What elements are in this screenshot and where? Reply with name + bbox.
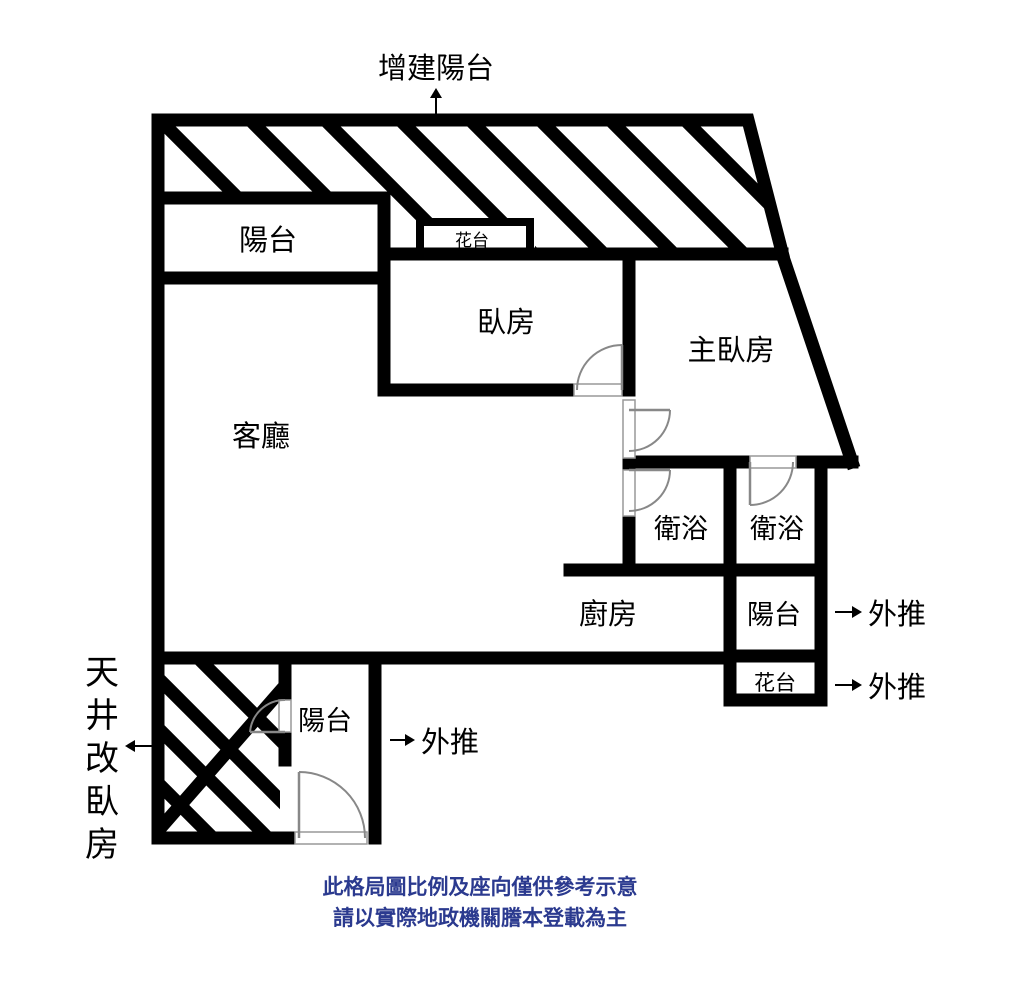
label-kitchen: 廚房 — [579, 597, 637, 631]
label-planter-top: 花台 — [455, 231, 489, 251]
door-skylight-room[interactable] — [249, 698, 292, 734]
arrow-bottom-balcony — [390, 734, 415, 746]
label-skylight-char: 改 — [85, 739, 119, 779]
label-push-out-1: 外推 — [868, 597, 926, 631]
label-balcony-right: 陽台 — [747, 600, 801, 631]
label-skylight-vertical: 天 井 改 臥 房 — [85, 653, 119, 865]
arrow-right-balcony — [835, 606, 862, 618]
label-living-room: 客廳 — [232, 419, 290, 453]
arrow-right-planter — [835, 679, 862, 691]
label-bedroom: 臥房 — [477, 305, 535, 339]
label-skylight-char: 臥 — [85, 782, 119, 822]
label-planter-right: 花台 — [754, 671, 796, 695]
arrow-skylight — [125, 740, 152, 752]
door-bedroom[interactable] — [573, 344, 624, 397]
label-balcony-top-left: 陽台 — [239, 223, 297, 257]
note-line-1: 此格局圖比例及座向僅供參考示意 — [323, 875, 638, 899]
door-bath-left[interactable] — [622, 468, 671, 517]
label-bath-left: 衛浴 — [654, 514, 708, 545]
skylight-hatch — [162, 664, 280, 834]
arrow-top — [430, 88, 442, 118]
label-balcony-bottom: 陽台 — [298, 706, 352, 737]
label-push-out-3: 外推 — [421, 725, 479, 759]
door-bath-right[interactable] — [748, 455, 797, 506]
note-line-2: 請以實際地政機關謄本登載為主 — [333, 906, 627, 930]
label-bath-right: 衛浴 — [750, 514, 804, 545]
label-skylight-char: 房 — [85, 825, 119, 865]
label-skylight-char: 天 — [85, 653, 119, 693]
door-master-bedroom[interactable] — [622, 399, 671, 459]
label-top-extension: 增建陽台 — [378, 51, 494, 85]
door-bottom-balcony[interactable] — [294, 771, 368, 845]
label-push-out-2: 外推 — [868, 670, 926, 704]
walls — [151, 113, 861, 845]
label-master-bedroom: 主臥房 — [687, 333, 774, 367]
label-skylight-char: 井 — [85, 696, 119, 736]
